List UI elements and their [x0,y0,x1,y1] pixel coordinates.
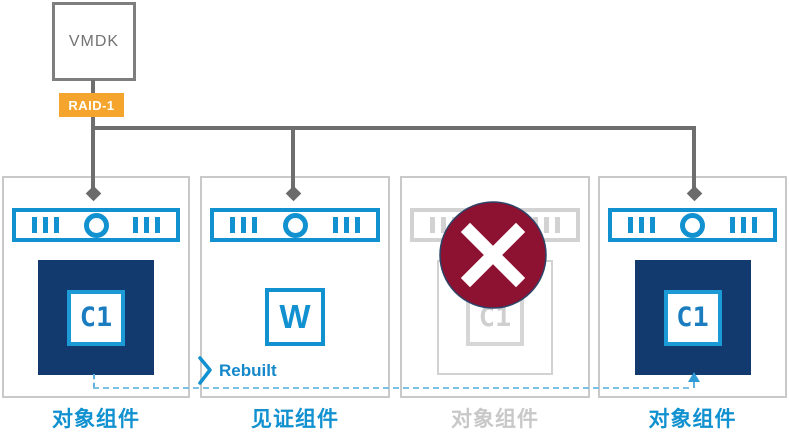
led-bar [355,217,360,233]
led-bars-left [628,217,655,233]
raid1-badge: RAID-1 [59,93,124,117]
component-chip-label: C1 [79,302,113,333]
host-appliance-icon [608,208,777,242]
rebuild-arrow-up-icon [688,372,700,382]
connector-drop-component4 [692,126,696,194]
rebuilt-label: Rebuilt [219,361,277,380]
drive-ring-icon [282,212,308,238]
component-tile: C1 [634,260,751,375]
component-label-2: 见证组件 [251,408,339,431]
led-bar [32,217,37,233]
led-bar [639,217,644,233]
led-bar [230,217,235,233]
led-bar [252,217,257,233]
component-box-4: C1 [598,176,787,398]
led-bars-left [230,217,257,233]
drive-ring-icon [680,212,705,238]
component-chip: C1 [663,289,722,346]
component-label-1: 对象组件 [52,408,140,431]
connector-horizontal [91,126,696,130]
led-bar [555,217,560,233]
connector-vmdk-drop [91,80,95,194]
led-bar [155,217,160,233]
vmdk-node: VMDK [52,2,136,81]
failed-x-badge-icon [439,201,547,309]
rebuild-path-horizontal [93,387,689,389]
chevron-right-icon [198,356,212,385]
component-chip-label: C1 [676,302,709,333]
led-bar [430,217,435,233]
component-label-4: 对象组件 [648,408,737,431]
led-bars-right [333,217,360,233]
led-bars-right [133,217,160,233]
led-bar [441,217,446,233]
led-bar [333,217,338,233]
rebuild-path-end [693,380,695,388]
led-bar [752,217,757,233]
rebuild-path-start [93,374,95,388]
host-appliance-icon [12,208,180,242]
drive-ring-icon [83,212,109,238]
led-bar [628,217,633,233]
led-bar [43,217,48,233]
connector-drop-witness [291,126,295,194]
led-bars-right [730,217,757,233]
led-bar [650,217,655,233]
led-bar [144,217,149,233]
led-bar [344,217,349,233]
witness-chip-label: W [279,298,311,335]
component-box-2-witness: W [200,176,390,398]
led-bar [54,217,59,233]
led-bar [544,217,549,233]
vmdk-label: VMDK [68,32,120,50]
host-appliance-icon [210,208,380,242]
witness-chip: W [265,288,325,346]
component-box-1: C1 [2,176,190,398]
led-bar [241,217,246,233]
led-bar [730,217,735,233]
led-bars-left [32,217,59,233]
component-label-3: 对象组件 [451,408,539,431]
led-bar [741,217,746,233]
component-chip: C1 [67,289,125,346]
component-tile: C1 [38,260,154,375]
led-bar [133,217,138,233]
